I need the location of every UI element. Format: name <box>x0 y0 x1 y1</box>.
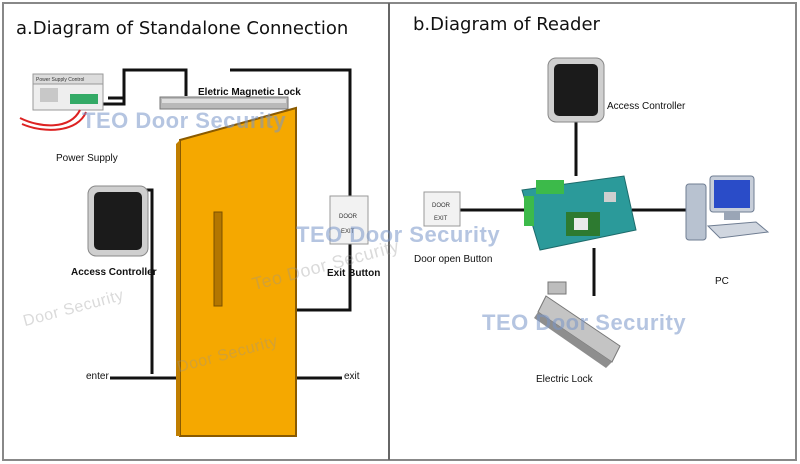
power-supply-device: Power Supply Control <box>19 73 104 131</box>
label-power-supply: Power Supply <box>56 153 118 164</box>
watermark-1: TEO Door Security <box>82 108 287 133</box>
exit-plate-bottom-a: EXIT <box>341 229 355 235</box>
exit-plate-top-b: DOOR <box>432 203 451 209</box>
controller-board <box>521 175 637 251</box>
access-controller-keypad-b <box>547 57 605 123</box>
access-controller-keypad-a <box>87 185 149 257</box>
label-door-open-button: Door open Button <box>414 254 493 265</box>
panel-b-title: b.Diagram of Reader <box>413 14 600 35</box>
power-supply-device-label: Power Supply Control <box>36 77 84 83</box>
label-pc: PC <box>715 276 729 287</box>
board-terminal-block <box>536 180 564 194</box>
door-handle <box>213 211 223 307</box>
pc-computer-icon <box>685 175 770 241</box>
label-access-controller-a: Access Controller <box>71 267 157 278</box>
label-magnetic-lock: Eletric Magnetic Lock <box>198 87 301 98</box>
label-electric-lock: Electric Lock <box>536 374 593 385</box>
electric-lock-device <box>534 281 621 368</box>
label-exit: exit <box>344 371 360 382</box>
label-access-controller-b: Access Controller <box>607 101 686 112</box>
panel-a-title: a.Diagram of Standalone Connection <box>16 18 349 39</box>
exit-plate-bottom-b: EXIT <box>434 216 448 222</box>
door <box>176 106 297 437</box>
watermark-2: TEO Door Security <box>296 222 501 247</box>
exit-plate-top-a: DOOR <box>339 214 358 220</box>
magnetic-lock <box>159 96 289 110</box>
label-enter: enter <box>86 371 109 382</box>
label-exit-button: Exit Button <box>327 268 381 279</box>
door-open-button-device: DOOR EXIT <box>423 191 461 227</box>
exit-button-device: DOOR EXIT <box>329 195 369 245</box>
panel-b-wiring <box>460 122 686 296</box>
watermark-3: TEO Door Security <box>482 310 687 335</box>
